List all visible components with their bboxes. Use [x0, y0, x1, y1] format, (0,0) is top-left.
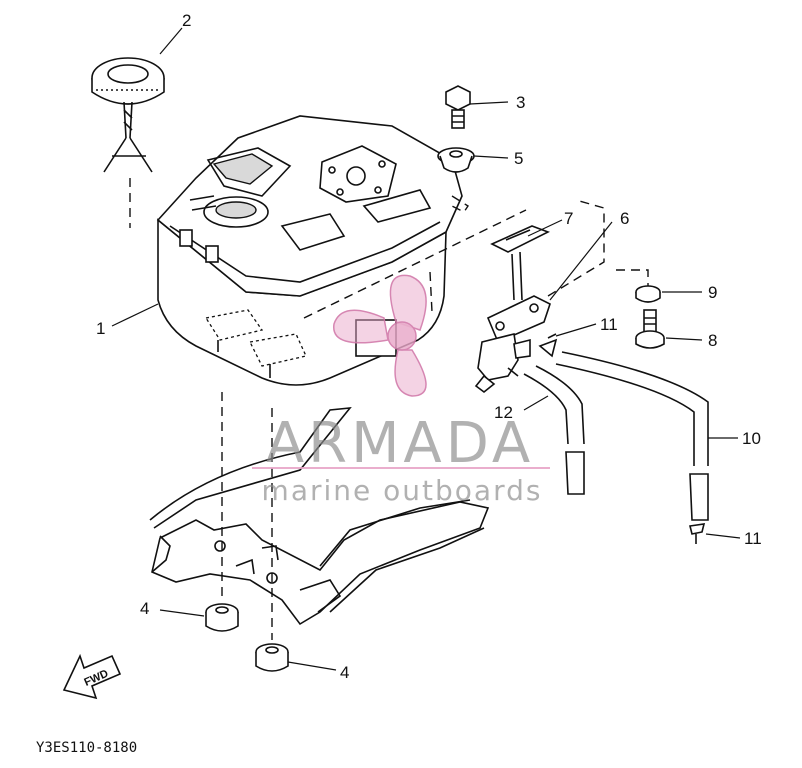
part-2-fuel-cap	[91, 57, 165, 173]
armada-watermark: ARMADA marine outboards	[252, 274, 550, 507]
callout-11-upper: 11	[600, 315, 618, 334]
diagram-code: Y3ES110-8180	[36, 740, 137, 756]
part-11-clip-upper	[538, 333, 558, 358]
watermark-brand: ARMADA	[266, 411, 534, 476]
engine-bracket	[149, 407, 490, 626]
part-4-nut-left	[205, 603, 239, 632]
callout-5: 5	[514, 149, 523, 168]
callout-2: 2	[182, 11, 191, 30]
part-12-short-hose	[523, 365, 585, 495]
callout-1: 1	[96, 319, 105, 338]
callout-4-left: 4	[140, 599, 149, 618]
part-10-long-hose	[555, 351, 709, 521]
part-3-bolt	[445, 85, 471, 129]
callout-4-right: 4	[340, 663, 349, 682]
part-5-grommet	[437, 147, 475, 173]
callout-8: 8	[708, 331, 717, 350]
fuel-cock-bracket-line	[547, 199, 605, 297]
callout-10: 10	[742, 429, 761, 448]
watermark-tagline: marine outboards	[262, 474, 543, 507]
callout-11-lower: 11	[744, 529, 762, 548]
callout-6: 6	[620, 209, 629, 228]
part-4-nut-right	[255, 643, 289, 672]
leader-lines	[111, 27, 741, 671]
part-8-screw	[635, 309, 665, 349]
fwd-direction-arrow: FWD	[62, 653, 122, 700]
callout-9: 9	[708, 283, 717, 302]
part-1-fuel-tank	[156, 115, 527, 386]
propeller-logo-icon	[333, 274, 427, 397]
part-7-gasket	[490, 225, 550, 253]
callout-7: 7	[564, 209, 573, 228]
part-11-clip-lower	[689, 523, 706, 544]
callout-3: 3	[516, 93, 525, 112]
part-6-fuel-cock	[474, 251, 551, 394]
callout-12: 12	[494, 403, 513, 422]
part-9-washer	[635, 285, 661, 303]
